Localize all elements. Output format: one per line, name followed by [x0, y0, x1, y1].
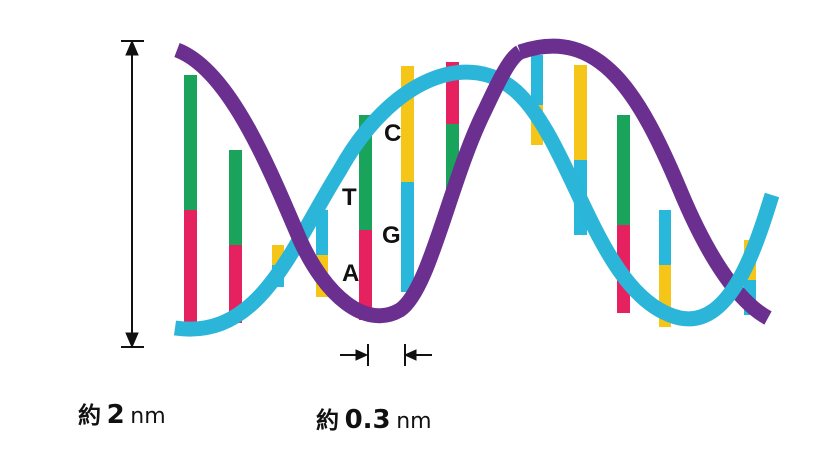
base-pair-rung [184, 75, 197, 322]
base-pair-rung [229, 150, 242, 323]
spacing-label: 約 0.3 nm [316, 401, 432, 435]
base-label-c: C [384, 120, 401, 147]
cyan-strand [173, 64, 780, 337]
spacing-label-unit: nm [396, 409, 432, 434]
base-label-g: G [382, 222, 401, 249]
spacing-label-value: 0.3 [344, 405, 391, 435]
height-label: 約 2 nm [78, 396, 166, 430]
spacing-label-prefix: 約 [316, 408, 339, 434]
height-label-prefix: 約 [78, 403, 101, 429]
purple-strand-back [517, 38, 772, 325]
purple-strand-front [173, 42, 525, 323]
height-label-unit: nm [130, 404, 166, 429]
base-label-t: T [342, 184, 357, 211]
height-label-value: 2 [106, 400, 125, 430]
base-label-a: A [342, 260, 359, 287]
spacing-dimension-arrows [340, 344, 432, 366]
dna-strands [173, 38, 780, 337]
height-dimension-arrow [121, 39, 144, 349]
